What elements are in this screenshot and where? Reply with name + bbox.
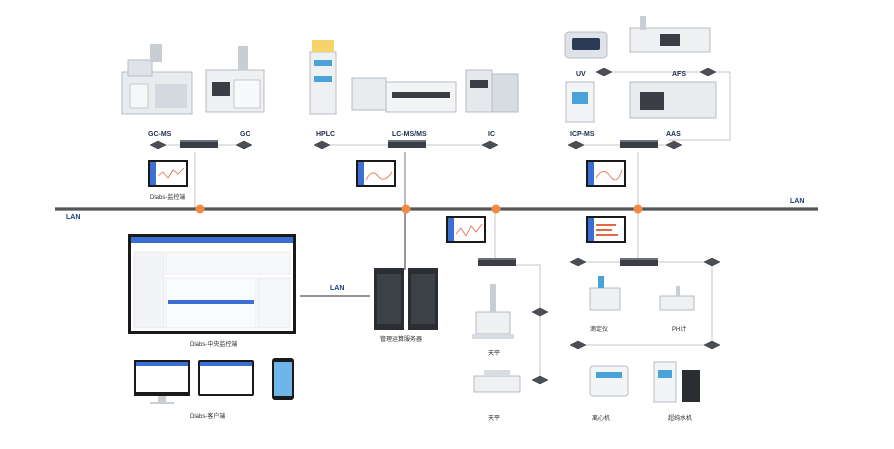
collector-icon — [703, 257, 721, 267]
titrator — [589, 276, 621, 311]
server-label: 管理运算服务器 — [380, 335, 422, 343]
lan-label-mid: LAN — [330, 285, 344, 292]
gc-label: GC — [240, 131, 251, 138]
monitor-screen-lab — [586, 216, 626, 243]
gcms-label: GC-MS — [148, 131, 172, 138]
server-towers — [374, 268, 438, 330]
client-laptop — [198, 360, 254, 396]
lan-node — [491, 204, 501, 214]
balance-2 — [473, 370, 521, 393]
collector-icon — [699, 67, 717, 77]
link-balance-chain — [510, 264, 541, 380]
monitor-screen-right — [586, 160, 626, 187]
afs-label: AFS — [672, 71, 686, 78]
lan-label-right: LAN — [790, 198, 804, 205]
dlabs-monitor-label: Dlabs-监控端 — [150, 193, 185, 201]
water-purifier — [653, 361, 700, 403]
switch-right — [620, 140, 658, 148]
gcms-instrument — [121, 44, 193, 115]
lcmsms-instrument — [351, 77, 457, 113]
centrifuge — [589, 365, 629, 397]
water-purifier-label: 超纯水机 — [668, 414, 692, 422]
client-desktop — [134, 360, 190, 404]
balance-1 — [472, 284, 514, 339]
afs-instrument — [629, 16, 711, 53]
rack-switches — [180, 140, 658, 266]
collector-icon — [569, 257, 587, 267]
switch-mid — [388, 140, 426, 148]
uv-label: UV — [576, 71, 586, 78]
centrifuge-label: 离心机 — [592, 414, 610, 422]
collector-icon — [531, 375, 549, 385]
collector-icon — [235, 140, 253, 150]
collector-icon — [703, 340, 721, 350]
ic-label: IC — [488, 131, 495, 138]
collector-icon — [149, 140, 167, 150]
icpms-instrument — [565, 81, 595, 123]
link-afs-loop — [668, 71, 731, 141]
uv-instrument — [564, 31, 608, 59]
client-phone — [272, 358, 294, 400]
icpms-label: ICP-MS — [570, 131, 595, 138]
collector-icon — [595, 67, 613, 77]
hplc-instrument — [309, 40, 337, 115]
monitor-screen-balance — [446, 216, 486, 243]
switch-left — [180, 140, 218, 148]
central-monitor — [128, 234, 296, 334]
aas-instrument — [629, 81, 717, 119]
switch-balance — [478, 258, 516, 266]
collector-icon — [665, 140, 683, 150]
lan-node — [195, 204, 205, 214]
collector-icon — [481, 140, 499, 150]
dlabs-client-label: Dlabs-客户端 — [190, 412, 225, 420]
switch-lab — [620, 258, 658, 266]
lan-nodes — [195, 204, 643, 214]
monitor-screen-mid — [356, 160, 396, 187]
balance1-label: 天平 — [488, 350, 500, 357]
collector-icon — [531, 307, 549, 317]
ic-instrument — [465, 69, 519, 113]
titrator-label: 滴定仪 — [590, 325, 608, 333]
gc-instrument — [205, 46, 265, 113]
balance2-label: 天平 — [488, 415, 500, 422]
ph-meter — [659, 286, 695, 311]
collector-icon — [569, 340, 587, 350]
ph-meter-label: PH计 — [672, 325, 686, 333]
hplc-label: HPLC — [316, 131, 335, 138]
lan-label-left: LAN — [66, 214, 80, 221]
monitor-screen-left — [148, 160, 188, 187]
lan-node — [633, 204, 643, 214]
collector-boxes — [149, 67, 721, 385]
collector-icon — [567, 140, 585, 150]
lan-node — [401, 204, 411, 214]
collector-icon — [313, 140, 331, 150]
aas-label: AAS — [666, 131, 681, 138]
dlabs-central-label: Dlabs-中央监控端 — [190, 340, 237, 348]
lcmsms-label: LC-MS/MS — [392, 131, 427, 138]
